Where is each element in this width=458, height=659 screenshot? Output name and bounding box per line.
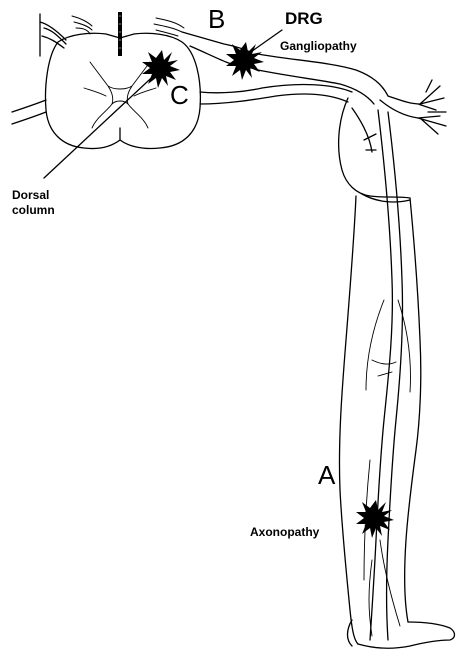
left-nerve-roots — [12, 14, 92, 124]
back-of-thigh-right — [405, 198, 421, 622]
label-a: A — [318, 462, 335, 488]
gluteal-branch — [352, 108, 376, 152]
label-b: B — [208, 6, 225, 32]
nerve-lower-edge — [258, 70, 374, 104]
ventral-root-lower — [200, 94, 348, 104]
nerve-upper-edge — [258, 54, 388, 96]
label-c: C — [170, 82, 189, 108]
label-axonopathy: Axonopathy — [250, 526, 319, 538]
dorsal-root-fringe — [154, 18, 184, 36]
ventral-root — [200, 85, 352, 93]
left-dorsal-rootlets — [40, 22, 66, 48]
dorsal-column-leader-line — [44, 68, 162, 178]
lesion-starburst-b — [226, 42, 264, 80]
label-dorsal-column-line2: column — [12, 203, 55, 218]
label-dorsal-column-line1: Dorsal — [12, 188, 55, 203]
buttock-crease — [362, 194, 410, 202]
leg-outline — [339, 98, 455, 648]
foot — [358, 622, 455, 648]
left-spinal-nerve — [12, 100, 46, 124]
left-root-fringe — [72, 16, 92, 34]
knee-crease — [372, 360, 396, 376]
back-of-thigh-left — [339, 196, 358, 644]
dorsal-root-upper — [182, 32, 250, 52]
posterior-median-septum — [118, 12, 122, 56]
label-drg: DRG — [285, 10, 323, 27]
label-dorsal-column: Dorsal column — [12, 188, 55, 218]
label-gangliopathy: Gangliopathy — [280, 40, 357, 52]
